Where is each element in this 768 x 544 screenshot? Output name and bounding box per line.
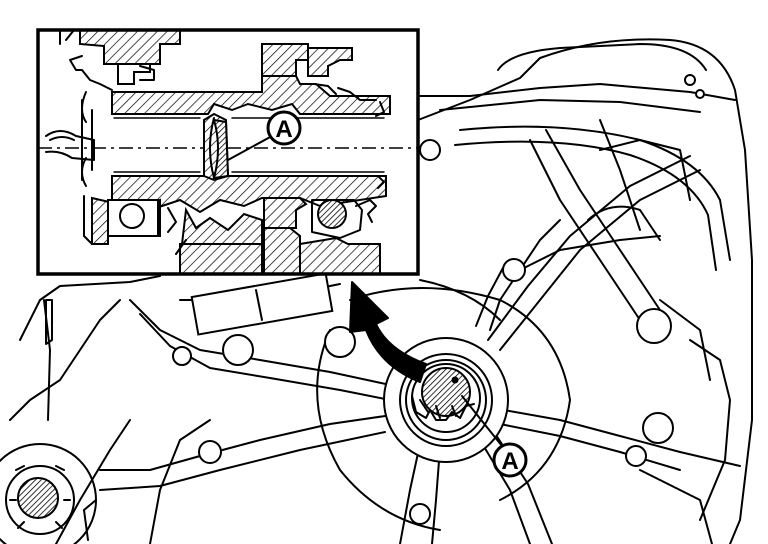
left-gear (0, 443, 97, 544)
transaxle-case (0, 38, 753, 544)
curved-arrow-icon (349, 281, 427, 383)
inset-leader-line (227, 135, 273, 161)
main-callout-a: A (492, 442, 528, 478)
inset-bearing (107, 199, 159, 237)
label-plate (190, 272, 334, 336)
inset-frame (36, 28, 420, 276)
inset-seal-ring (311, 199, 377, 239)
inset-callout-label: A (275, 116, 292, 143)
inset-detail-view: A (36, 28, 420, 276)
main-leader-line (461, 395, 503, 447)
main-callout-label: A (501, 448, 518, 475)
inset-callout-a: A (266, 110, 302, 146)
